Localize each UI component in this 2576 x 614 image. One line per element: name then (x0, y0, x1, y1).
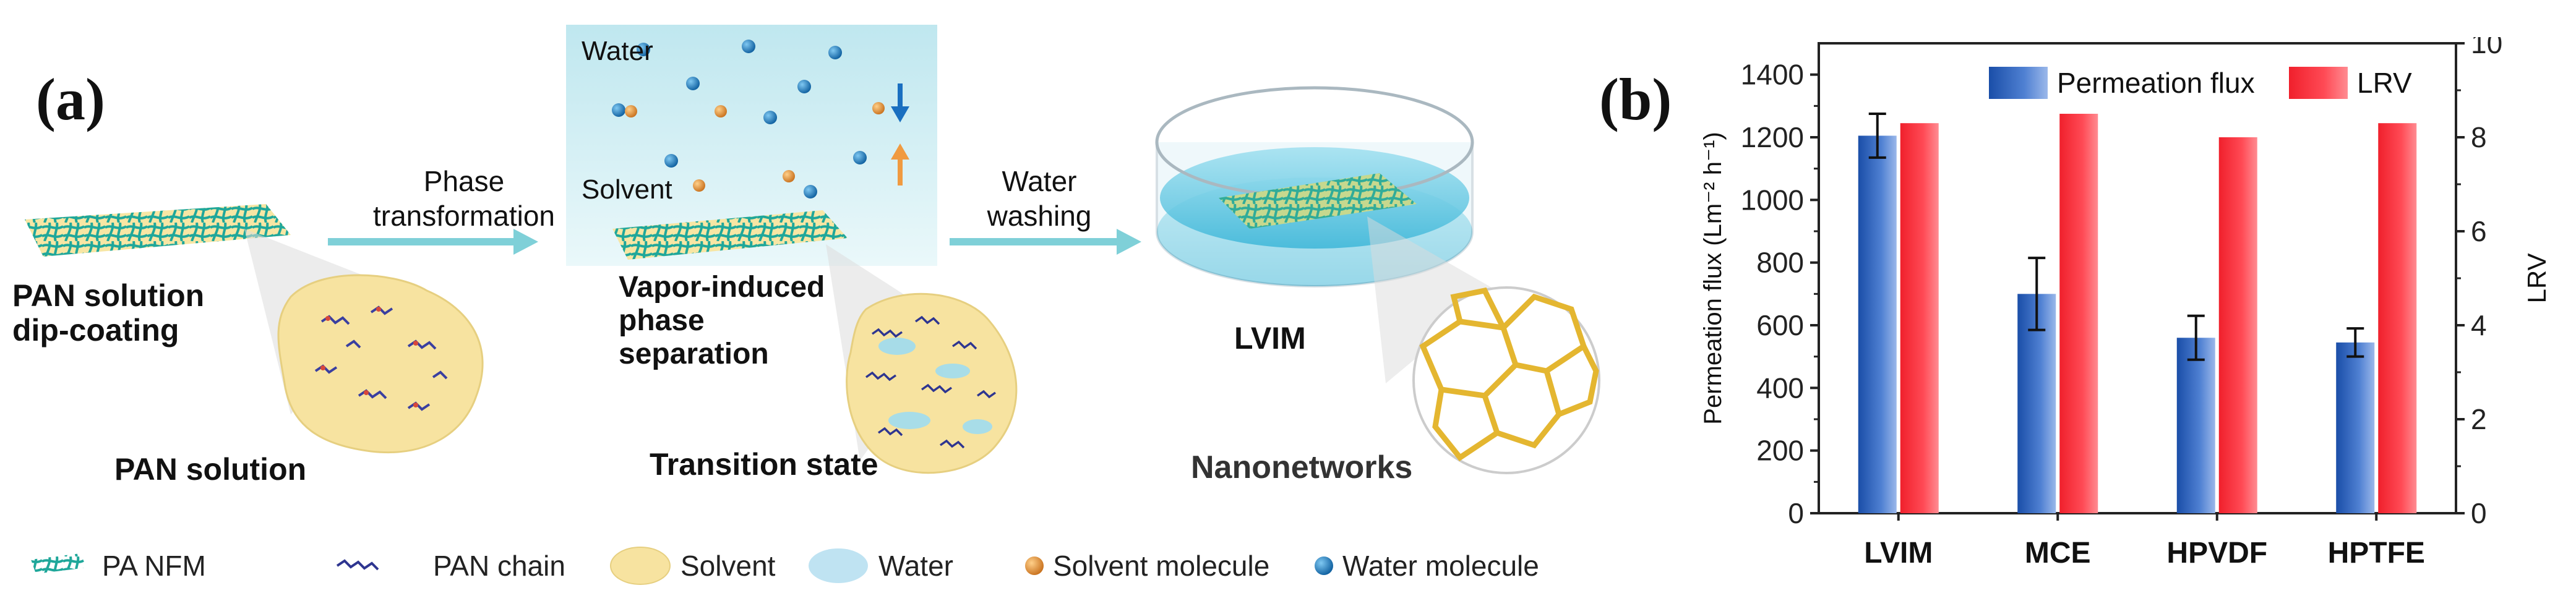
legend-label-pan-chain: PAN chain (433, 550, 565, 582)
schematic-graphics (25, 25, 1600, 585)
step1-text: Phase transformation (372, 165, 555, 232)
legend-label-pa-nfm: PA NFM (102, 550, 206, 582)
legend-label-flux: Permeation flux (2057, 67, 2255, 99)
stage3-zoom-label: Nanonetworks (1191, 450, 1413, 485)
y-tick-label: 1000 (1741, 184, 1804, 216)
stage2-title: Vapor-induced phase separation (619, 271, 825, 370)
y2-axis-title: LRV (2522, 254, 2551, 304)
blue-sphere-icon (1315, 556, 1333, 575)
y2-tick-label: 2 (2471, 403, 2487, 435)
nanonetwork-zoom (1412, 286, 1600, 474)
stage1-zoom-label: PAN solution (114, 452, 307, 487)
flux-bar (2176, 338, 2215, 513)
y-tick-label: 200 (1756, 435, 1804, 467)
mesh-icon (31, 553, 87, 574)
y2-tick-label: 10 (2471, 37, 2502, 59)
petri-dish (1155, 86, 1474, 288)
stage1-title: PAN solution dip-coating (12, 278, 205, 348)
flux-bar (1858, 135, 1897, 513)
y-tick-label: 0 (1788, 497, 1804, 529)
solvent-blob-icon (610, 547, 671, 585)
step-phase-transformation: Phase transformation (371, 164, 557, 233)
down-arrow-icon (891, 83, 909, 122)
chamber-water-label: Water (582, 36, 653, 66)
legend-label-water: Water (878, 550, 953, 582)
arrow-water-washing (950, 229, 1141, 255)
lrv-bar (2218, 137, 2257, 513)
x-tick-label: MCE (2025, 537, 2091, 569)
y-tick-label: 1200 (1741, 121, 1804, 153)
step-water-washing: Water washing (977, 164, 1101, 233)
x-tick-label: HPVDF (2166, 537, 2267, 569)
up-arrow-icon (891, 143, 909, 185)
chain-icon (336, 559, 379, 571)
lrv-bar (1900, 123, 1939, 513)
y-axis-title: Permeation flux (Lm⁻² h⁻¹) (1699, 132, 1727, 424)
chamber-solvent-label: Solvent (582, 174, 672, 205)
pa-nfm-membrane-1 (25, 204, 291, 257)
y-tick-label: 1400 (1741, 59, 1804, 91)
legend-swatch-flux (1989, 67, 2048, 99)
lrv-bar (2059, 114, 2098, 513)
arrow-phase-transformation (328, 229, 538, 255)
orange-sphere-icon (1025, 556, 1044, 575)
flux-bar (2336, 342, 2375, 513)
stage2-zoom-label: Transition state (650, 447, 878, 482)
lrv-bar (2378, 123, 2417, 513)
panel-a-label: (a) (36, 66, 105, 132)
legend-label-solvent: Solvent (680, 550, 776, 582)
y-tick-label: 600 (1756, 309, 1804, 341)
chamber-molecules (612, 40, 885, 198)
panel-b-label: (b) (1599, 66, 1672, 132)
y2-tick-label: 8 (2471, 121, 2487, 153)
pa-nfm-membrane-2 (612, 210, 848, 260)
step2-text: Water washing (987, 165, 1092, 232)
x-tick-label: HPTFE (2328, 537, 2425, 569)
x-tick-label: LVIM (1864, 537, 1933, 569)
y2-tick-label: 4 (2471, 309, 2487, 341)
y2-tick-label: 0 (2471, 497, 2487, 529)
water-blob-icon (809, 548, 868, 583)
legend-label-lrv: LRV (2357, 67, 2412, 99)
y-tick-label: 400 (1756, 372, 1804, 404)
legend-swatch-lrv (2289, 67, 2348, 99)
legend-label-water-molecule: Water molecule (1342, 550, 1539, 582)
y2-tick-label: 6 (2471, 215, 2487, 247)
stage3-title: LVIM (1234, 321, 1306, 356)
legend-label-solvent-molecule: Solvent molecule (1053, 550, 1270, 582)
y-tick-label: 800 (1756, 247, 1804, 279)
